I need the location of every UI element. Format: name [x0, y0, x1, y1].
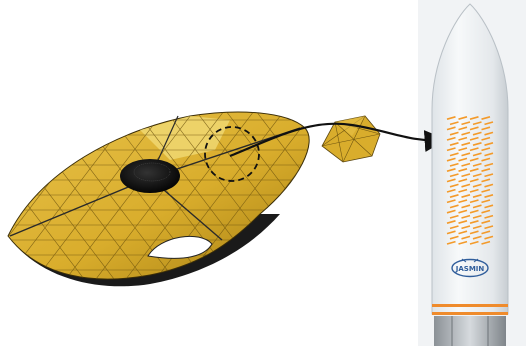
fairing-stripe-lower — [432, 312, 508, 315]
dish-central-hub — [120, 159, 180, 193]
vehicle-lower-stage — [434, 316, 506, 346]
fairing-stripe-upper — [432, 304, 508, 307]
jasmin-logo-text: JASMIN — [455, 265, 485, 273]
launch-fairing: JASMIN — [432, 4, 508, 346]
